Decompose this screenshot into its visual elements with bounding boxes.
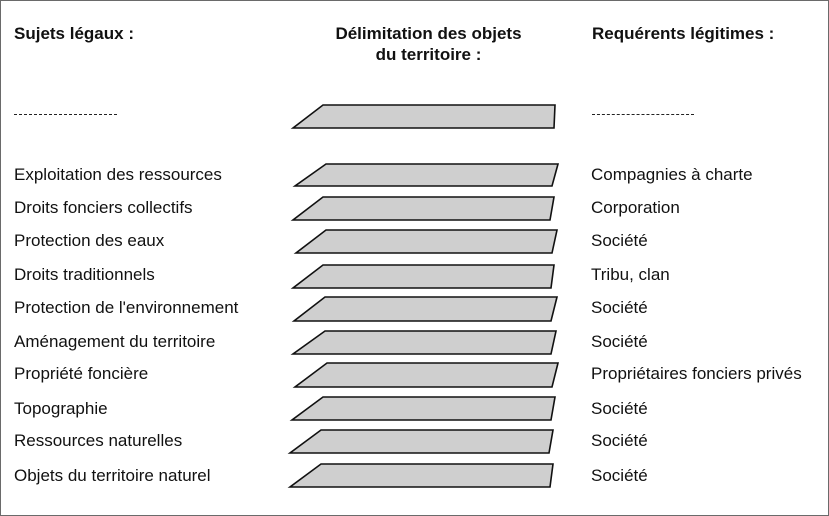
header-territory-line2: du territoire : [375, 45, 482, 64]
subject-label: Topographie [14, 399, 108, 418]
subject-label: Protection de l'environnement [14, 298, 239, 317]
subject-label: Objets du territoire naturel [14, 466, 211, 485]
subject-label: Droits fonciers collectifs [14, 198, 193, 217]
header-territory-line1: Délimitation des objets [335, 24, 522, 43]
subject-label: Ressources naturelles [14, 431, 183, 450]
layer-2 [290, 196, 555, 221]
subject-label: Propriété foncière [14, 364, 149, 383]
layer-5 [291, 296, 559, 322]
header-legal-subjects: Sujets légaux : [14, 24, 134, 43]
requerent-label: Société [591, 332, 648, 351]
layer-4 [290, 264, 555, 289]
requerent-label: Compagnies à charte [591, 165, 753, 184]
layer-10 [287, 463, 554, 488]
layer-1 [292, 163, 560, 187]
layer-9 [287, 429, 554, 454]
subject-label: Exploitation des ressources [14, 165, 222, 184]
subject-label: Droits traditionnels [14, 265, 155, 284]
subject-label: Aménagement du territoire [14, 332, 216, 351]
requerent-label: Société [591, 399, 648, 418]
header-legitimate-requerents: Requérents légitimes : [592, 24, 775, 43]
requerent-label: Société [591, 231, 648, 250]
subject-label: Protection des eaux [14, 231, 165, 250]
layer-3 [293, 229, 558, 254]
header-territory-delimitation: Délimitation des objets du territoire : [301, 23, 556, 65]
requerent-label: Propriétaires fonciers privés [591, 364, 802, 383]
requerent-label: Tribu, clan [591, 265, 670, 284]
left-ellipsis-line [14, 114, 117, 115]
requerent-label: Société [591, 298, 648, 317]
right-ellipsis-line [592, 114, 694, 115]
layer-7 [292, 362, 560, 388]
layer-6 [290, 330, 557, 355]
requerent-label: Corporation [591, 198, 680, 217]
requerent-label: Société [591, 466, 648, 485]
layer-top [290, 104, 556, 129]
requerent-label: Société [591, 431, 648, 450]
layer-8 [289, 396, 556, 421]
